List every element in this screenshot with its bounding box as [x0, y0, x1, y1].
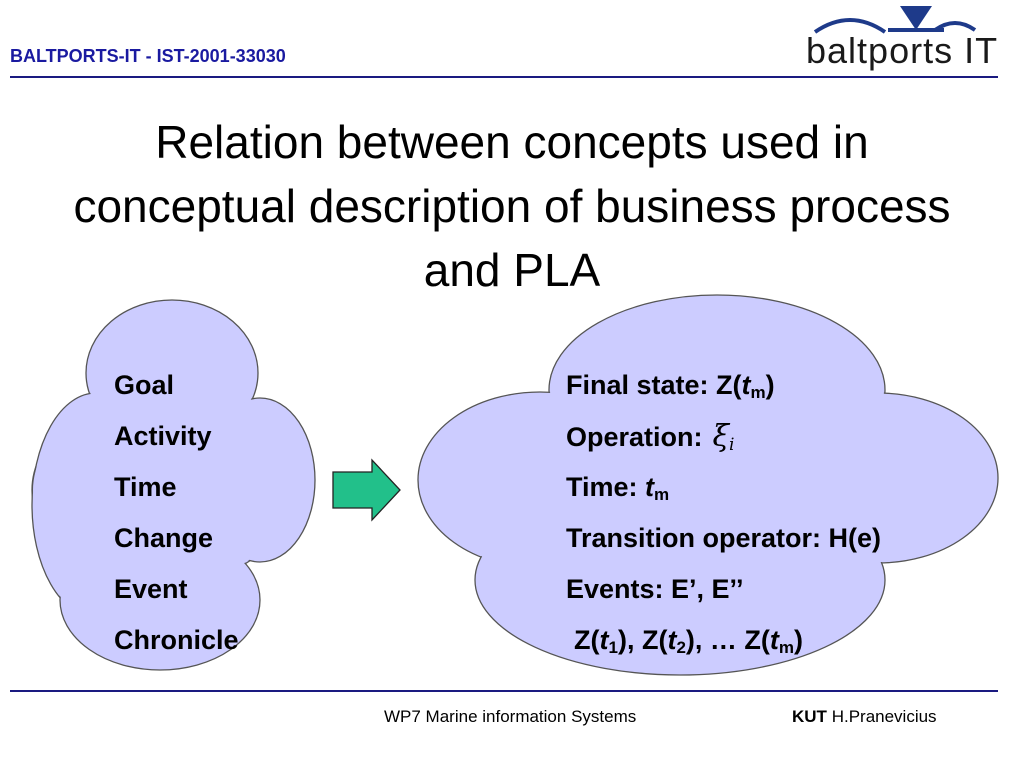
xi-symbol: ξ [712, 419, 730, 454]
concept-item: Activity [114, 421, 212, 451]
pla-final-state: Final state: Z(tm) [566, 370, 775, 402]
concept-item: Change [114, 523, 214, 553]
pla-list: Final state: Z(tm) Operation:ξi Time: tm… [566, 360, 881, 666]
pla-transition: Transition operator: H(e) [566, 523, 882, 553]
logo-text: baltports IT [806, 30, 999, 71]
concept-list: Goal Activity Time Change Event Chronicl… [114, 360, 239, 666]
slide-title: Relation between concepts used in concep… [73, 116, 951, 296]
right-arrow-icon [332, 458, 401, 522]
header-divider [10, 76, 998, 78]
concept-item: Chronicle [114, 625, 239, 655]
concept-item: Event [114, 574, 188, 604]
pla-events: Events: E’, E’’ [566, 574, 744, 604]
footer-divider [10, 690, 998, 692]
pla-chronicle: Z(t1), Z(t2), … Z(tm) [574, 625, 804, 657]
pla-operation: Operation:ξi [566, 419, 735, 455]
project-header: BALTPORTS-IT - IST-2001-33030 [10, 46, 286, 66]
concept-item: Time [114, 472, 177, 502]
footer-work-package: WP7 Marine information Systems [384, 707, 637, 726]
concept-item: Goal [114, 370, 175, 400]
footer-author: KUT H.Pranevicius [792, 707, 937, 726]
logo-mark-icon [813, 6, 977, 34]
pla-time: Time: tm [566, 472, 670, 504]
